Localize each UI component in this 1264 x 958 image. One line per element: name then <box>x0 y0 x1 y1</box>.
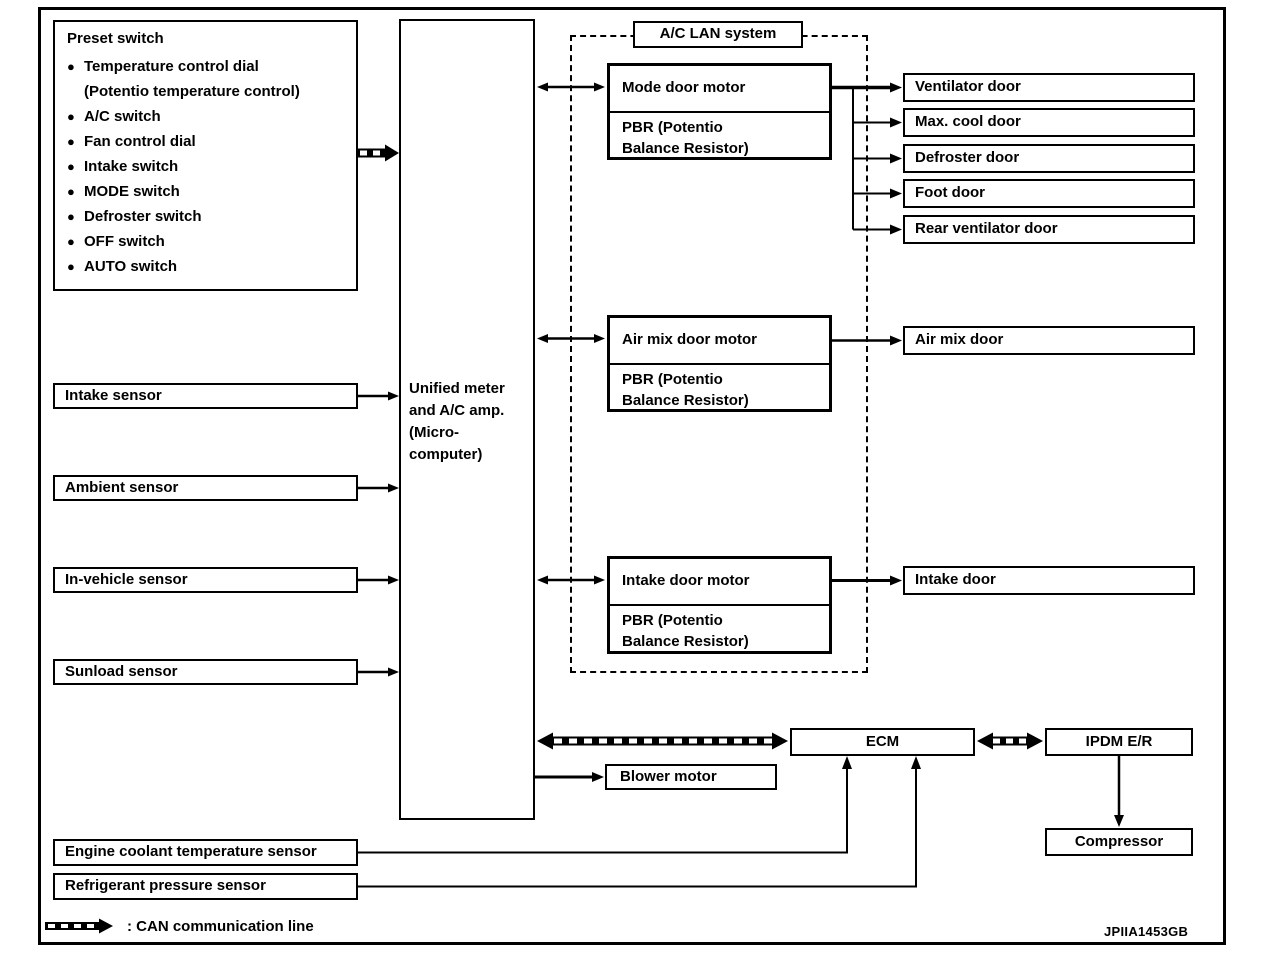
can-legend-label: : CAN communication line <box>127 918 314 935</box>
pbr-line2: Balance Resistor) <box>622 392 749 409</box>
bullet-icon: ● <box>67 183 75 199</box>
compressor-box: Compressor <box>1045 828 1193 856</box>
preset-item: ● A/C switch <box>67 104 350 129</box>
ecm-box: ECM <box>790 728 975 756</box>
unified-meter-amp-box: Unified meter and A/C amp. (Micro- compu… <box>399 19 535 820</box>
preset-item-label: AUTO switch <box>84 257 178 275</box>
preset-item: ● Defroster switch <box>67 204 350 229</box>
preset-item: ● Temperature control dial <box>67 54 350 79</box>
preset-item: ● MODE switch <box>67 179 350 204</box>
bullet-icon: ● <box>67 158 75 174</box>
preset-item-label: MODE switch <box>84 182 180 200</box>
pbr-line2: Balance Resistor) <box>622 140 749 157</box>
pbr-line1: PBR (Potentio <box>622 371 723 388</box>
mode-door-motor-label: Mode door motor <box>622 79 746 97</box>
preset-switch-box: Preset switch ● Temperature control dial… <box>53 20 358 291</box>
bullet-icon: ● <box>67 133 75 149</box>
air-mix-door-motor-label: Air mix door motor <box>622 331 758 349</box>
air-mix-door-motor-box: Air mix door motor PBR (Potentio Balance… <box>607 315 832 412</box>
intake-door-motor-label: Intake door motor <box>622 572 750 590</box>
unified-meter-amp-label: Unified meter and A/C amp. (Micro- compu… <box>409 380 505 463</box>
mode-door-motor-box: Mode door motor PBR (Potentio Balance Re… <box>607 63 832 160</box>
intake-door-motor-box: Intake door motor PBR (Potentio Balance … <box>607 556 832 654</box>
bullet-icon: ● <box>67 233 75 249</box>
bullet-icon: ● <box>67 58 75 74</box>
diagram-border <box>38 7 1226 945</box>
preset-item-label: A/C switch <box>84 107 161 125</box>
preset-item-label: OFF switch <box>84 232 165 250</box>
preset-item: ● Fan control dial <box>67 129 350 154</box>
preset-switch-title: Preset switch <box>67 30 164 47</box>
pbr-line1: PBR (Potentio <box>622 612 723 629</box>
preset-item-continuation: (Potentio temperature control) <box>67 79 350 104</box>
pbr-label: PBR (Potentio Balance Resistor) <box>610 111 829 159</box>
defroster-door-box: Defroster door <box>903 144 1195 173</box>
ipdm-er-box: IPDM E/R <box>1045 728 1193 756</box>
blower-motor-box: Blower motor <box>605 764 777 790</box>
intake-sensor-box: Intake sensor <box>53 383 358 409</box>
preset-item-label: Defroster switch <box>84 207 202 225</box>
preset-item: ● AUTO switch <box>67 254 350 279</box>
preset-item: ● OFF switch <box>67 229 350 254</box>
bullet-icon: ● <box>67 258 75 274</box>
pbr-label: PBR (Potentio Balance Resistor) <box>610 604 829 652</box>
ambient-sensor-box: Ambient sensor <box>53 475 358 501</box>
diagram-code: JPIIA1453GB <box>1104 924 1189 939</box>
indent-spacer <box>67 79 84 104</box>
preset-item: ● Intake switch <box>67 154 350 179</box>
preset-item-label: Fan control dial <box>84 132 196 150</box>
foot-door-box: Foot door <box>903 179 1195 208</box>
air-mix-door-box: Air mix door <box>903 326 1195 355</box>
bullet-icon: ● <box>67 108 75 124</box>
intake-door-box: Intake door <box>903 566 1195 595</box>
preset-item-label: Temperature control dial <box>84 57 259 75</box>
refrigerant-pressure-sensor-box: Refrigerant pressure sensor <box>53 873 358 900</box>
preset-item-label: (Potentio temperature control) <box>84 82 300 100</box>
pbr-label: PBR (Potentio Balance Resistor) <box>610 363 829 411</box>
ac-lan-system-title: A/C LAN system <box>633 21 803 48</box>
preset-item-label: Intake switch <box>84 157 179 175</box>
pbr-line1: PBR (Potentio <box>622 119 723 136</box>
rear-ventilator-door-box: Rear ventilator door <box>903 215 1195 244</box>
bullet-icon: ● <box>67 208 75 224</box>
sunload-sensor-box: Sunload sensor <box>53 659 358 685</box>
max-cool-door-box: Max. cool door <box>903 108 1195 137</box>
pbr-line2: Balance Resistor) <box>622 633 749 650</box>
in-vehicle-sensor-box: In-vehicle sensor <box>53 567 358 593</box>
ventilator-door-box: Ventilator door <box>903 73 1195 102</box>
engine-coolant-temperature-sensor-box: Engine coolant temperature sensor <box>53 839 358 866</box>
